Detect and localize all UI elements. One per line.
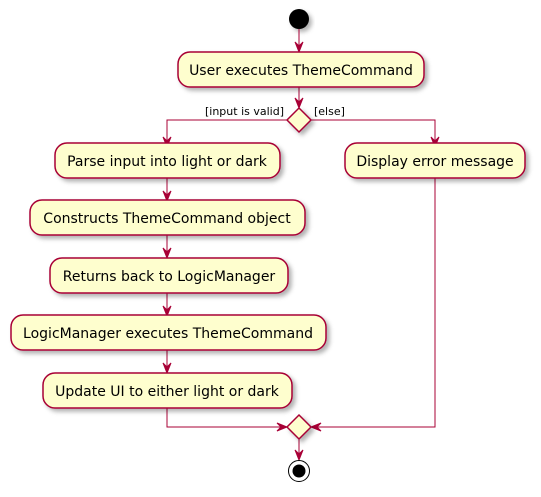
activity-construct-command-label: Constructs ThemeCommand object [43,211,291,227]
guard-input-valid: [input is valid] [205,105,284,118]
activity-logic-executes-label: LogicManager executes ThemeCommand [23,326,313,342]
activity-parse-input-label: Parse input into light or dark [67,154,268,170]
activity-return-logic-label: Returns back to LogicManager [63,269,276,285]
merge-diamond [285,413,313,441]
end-node [288,460,310,482]
activity-construct-command: Constructs ThemeCommand object [29,199,306,236]
decision-diamond [285,106,313,134]
activity-return-logic: Returns back to LogicManager [49,257,289,294]
start-node [289,9,309,29]
activity-parse-input: Parse input into light or dark [54,142,281,179]
activity-display-error: Display error message [344,142,526,179]
activity-update-ui: Update UI to either light or dark [42,372,293,409]
activity-display-error-label: Display error message [356,154,513,170]
activity-user-executes: User executes ThemeCommand [177,51,425,88]
activity-user-executes-label: User executes ThemeCommand [189,63,413,79]
activity-update-ui-label: Update UI to either light or dark [55,384,280,400]
activity-logic-executes: LogicManager executes ThemeCommand [10,314,327,351]
guard-else: [else] [314,105,345,118]
